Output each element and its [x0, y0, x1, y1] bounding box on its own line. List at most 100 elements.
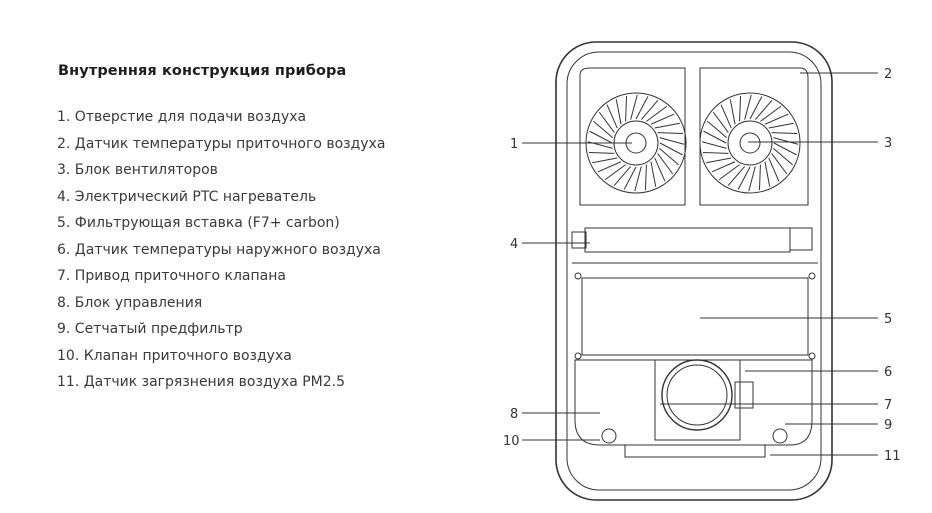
- fan-blade: [592, 157, 618, 164]
- fan-blade: [604, 164, 626, 181]
- list-item: 8. Блок управления: [57, 294, 203, 311]
- list-item: 2. Датчик температуры приточного воздуха: [57, 135, 386, 152]
- fan-blade: [613, 166, 632, 187]
- fan-housing-right: [699, 67, 809, 206]
- fan-blade: [650, 113, 675, 125]
- fan-blade: [630, 94, 638, 120]
- fan-blade: [634, 166, 642, 192]
- list-item: 3. Блок вентиляторов: [57, 162, 218, 178]
- fan-blade: [760, 105, 782, 122]
- list-item: 4. Электрический PTC нагреватель: [57, 188, 317, 205]
- list-item: 10. Клапан приточного воздуха: [57, 347, 292, 364]
- fan-blade: [773, 142, 797, 156]
- screw: [808, 352, 816, 360]
- list-item: 7. Привод приточного клапана: [57, 268, 286, 284]
- fan-blade: [646, 105, 668, 122]
- screw: [772, 428, 788, 444]
- fan-blade: [654, 157, 666, 182]
- component-list: 1. Отверстие для подачи воздуха 2. Датчи…: [57, 108, 397, 400]
- fan-blade: [749, 96, 763, 120]
- list-item: 11. Датчик загрязнения воздуха PM2.5: [57, 374, 346, 390]
- valve-actuator: [734, 381, 754, 409]
- fan-blade: [720, 104, 732, 129]
- fan-blade: [598, 111, 615, 133]
- fan-blade: [597, 161, 622, 173]
- fan-blade: [703, 130, 727, 144]
- fan-blade: [718, 164, 740, 181]
- fan-blade: [739, 95, 742, 122]
- callout-number: 10: [503, 434, 520, 449]
- fan-blade: [773, 137, 799, 145]
- supply-valve-inner: [666, 364, 728, 426]
- fan-blade: [659, 142, 683, 156]
- fan-blade: [737, 166, 751, 190]
- list-item: 1. Отверстие для подачи воздуха: [57, 109, 307, 125]
- lower-chamber: [574, 359, 813, 446]
- fan-blade: [625, 95, 628, 122]
- callout-number: 4: [510, 237, 518, 252]
- fan-blade: [764, 113, 789, 125]
- callout-number: 2: [884, 67, 892, 82]
- callout-number: 7: [884, 398, 892, 413]
- fan-blade: [589, 130, 613, 144]
- supply-valve: [661, 359, 733, 431]
- fan-blade: [659, 137, 685, 145]
- callout-number: 5: [884, 312, 892, 327]
- fan-blade: [701, 141, 727, 149]
- callouts: 1 2 3 4 5 6 7 8 9 10 11: [503, 67, 901, 464]
- pm-sensor: [624, 444, 766, 458]
- fan-blade: [744, 94, 752, 120]
- filter-insert: [581, 277, 809, 356]
- fan-right: [699, 92, 801, 194]
- fan-blade: [748, 166, 756, 192]
- callout-number: 1: [510, 137, 518, 152]
- device-outer-shell: [555, 41, 833, 501]
- fan-housing-left: [579, 67, 686, 206]
- callout-number: 8: [510, 407, 518, 422]
- fan-blade: [764, 161, 771, 187]
- fan-blade: [657, 132, 684, 135]
- fan-blade: [644, 164, 647, 191]
- fan-blade: [657, 153, 674, 175]
- fan-blade: [754, 99, 773, 120]
- list-item: 5. Фильтрующая вставка (F7+ carbon): [57, 215, 340, 231]
- fan-blade: [606, 104, 618, 129]
- fan-blade: [706, 157, 732, 164]
- fan-blade: [768, 122, 794, 129]
- fan-blade: [650, 161, 657, 187]
- callout-number: 3: [884, 136, 892, 151]
- fan-blade: [623, 166, 637, 190]
- fan-blade: [773, 147, 794, 166]
- fan-blade: [702, 151, 729, 154]
- fan-blade: [729, 99, 736, 125]
- heater-clamp-left: [571, 231, 587, 249]
- ptc-heater: [584, 227, 791, 253]
- fan-blade: [711, 161, 736, 173]
- callout-number: 11: [884, 449, 901, 464]
- fan-blade: [727, 166, 746, 187]
- fan-blade: [706, 120, 727, 139]
- fan-blade: [771, 153, 788, 175]
- fan-blade: [768, 157, 780, 182]
- list-item: 9. Сетчатый предфильтр: [57, 321, 243, 337]
- screw: [601, 428, 617, 444]
- section-title: Внутренняя конструкция прибора: [58, 63, 347, 79]
- fan-blade: [635, 96, 649, 120]
- fan-blade: [712, 111, 729, 133]
- screw: [574, 352, 582, 360]
- device-inner-shell: [566, 51, 822, 491]
- fan-blade: [615, 99, 622, 125]
- fan-blade: [592, 120, 613, 139]
- screw: [808, 272, 816, 280]
- list-item: 6. Датчик температуры наружного воздуха: [57, 241, 381, 258]
- fan-blade: [588, 151, 615, 154]
- fan-blade: [654, 122, 680, 129]
- fan-blade: [771, 132, 798, 135]
- fan-blade: [758, 164, 761, 191]
- heater-clamp-right: [789, 227, 813, 251]
- callout-number: 9: [884, 418, 892, 433]
- fan-blade: [640, 99, 659, 120]
- fan-blade: [659, 147, 680, 166]
- callout-number: 6: [884, 365, 892, 380]
